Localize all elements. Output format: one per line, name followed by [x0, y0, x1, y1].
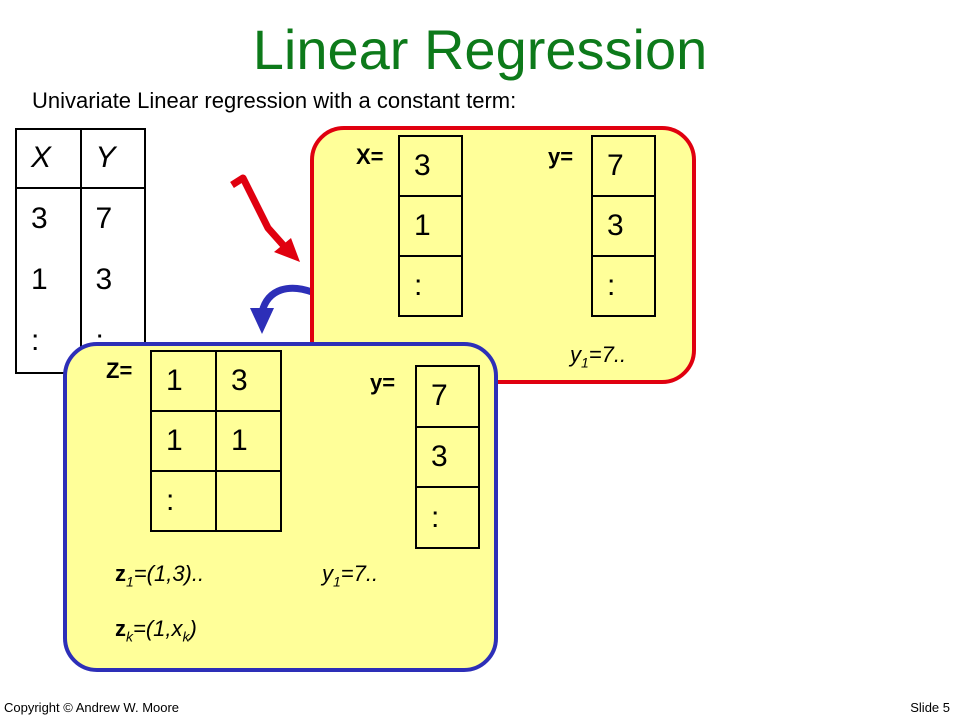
- y-vector-label: y=: [548, 144, 574, 169]
- header-x: X: [16, 129, 81, 189]
- xy-data-table: X Y 3 7 1 3 : :: [15, 128, 146, 374]
- blue-arrow-icon: [258, 284, 314, 314]
- vector-cell: 3: [414, 149, 431, 182]
- vector-cell: 3: [592, 195, 655, 256]
- vector-cell: 7: [431, 379, 448, 413]
- matrix-cell: :: [151, 470, 216, 531]
- blue-arrowhead-icon: [250, 308, 274, 334]
- y1-caption-top: y1=7..: [570, 342, 627, 371]
- matrix-cell: 1: [166, 364, 183, 397]
- vector-cell: :: [592, 255, 655, 316]
- vector-cell: :: [416, 486, 479, 548]
- table-cell: 3: [79, 249, 145, 311]
- vector-cell: :: [399, 255, 462, 316]
- red-arrowhead-icon: [274, 238, 300, 262]
- matrix-cell: [215, 470, 281, 531]
- slide-title: Linear Regression: [252, 18, 708, 81]
- table-header-row: X Y: [16, 129, 145, 189]
- header-y: Y: [79, 129, 145, 189]
- y1-caption: y1=7..: [322, 561, 379, 590]
- y-vector: 7 3 :: [591, 135, 656, 317]
- zk-caption: zk=(1,xk): [115, 616, 197, 645]
- z-matrix-label: Z=: [106, 358, 133, 383]
- matrix-cell: 1: [151, 410, 216, 471]
- table-row: 3 7: [16, 187, 145, 250]
- table-cell: 1: [31, 263, 48, 297]
- table-row: 1 3: [16, 249, 145, 311]
- y-vector-label: y=: [370, 370, 396, 395]
- vector-cell: 3: [416, 425, 479, 488]
- z1-caption: z1=(1,3)..: [115, 561, 205, 590]
- y-vector: 7 3 :: [415, 365, 480, 549]
- matrix-cell: 3: [215, 351, 281, 411]
- red-arrow-icon: [230, 174, 287, 249]
- slide-subtitle: Univariate Linear regression with a cons…: [32, 88, 517, 113]
- x-vector: 3 1 :: [398, 135, 463, 317]
- table-cell: 3: [31, 202, 48, 236]
- slide-number: Slide 5: [910, 700, 950, 715]
- vector-cell: 1: [399, 195, 462, 256]
- copyright-footer: Copyright © Andrew W. Moore: [4, 700, 180, 715]
- table-cell: :: [31, 324, 40, 358]
- z-matrix: 1 3 1 1 :: [150, 350, 282, 532]
- x-vector-label: X=: [356, 144, 384, 169]
- vector-cell: 7: [607, 149, 624, 182]
- table-cell: 7: [79, 187, 145, 250]
- matrix-cell: 1: [215, 410, 281, 471]
